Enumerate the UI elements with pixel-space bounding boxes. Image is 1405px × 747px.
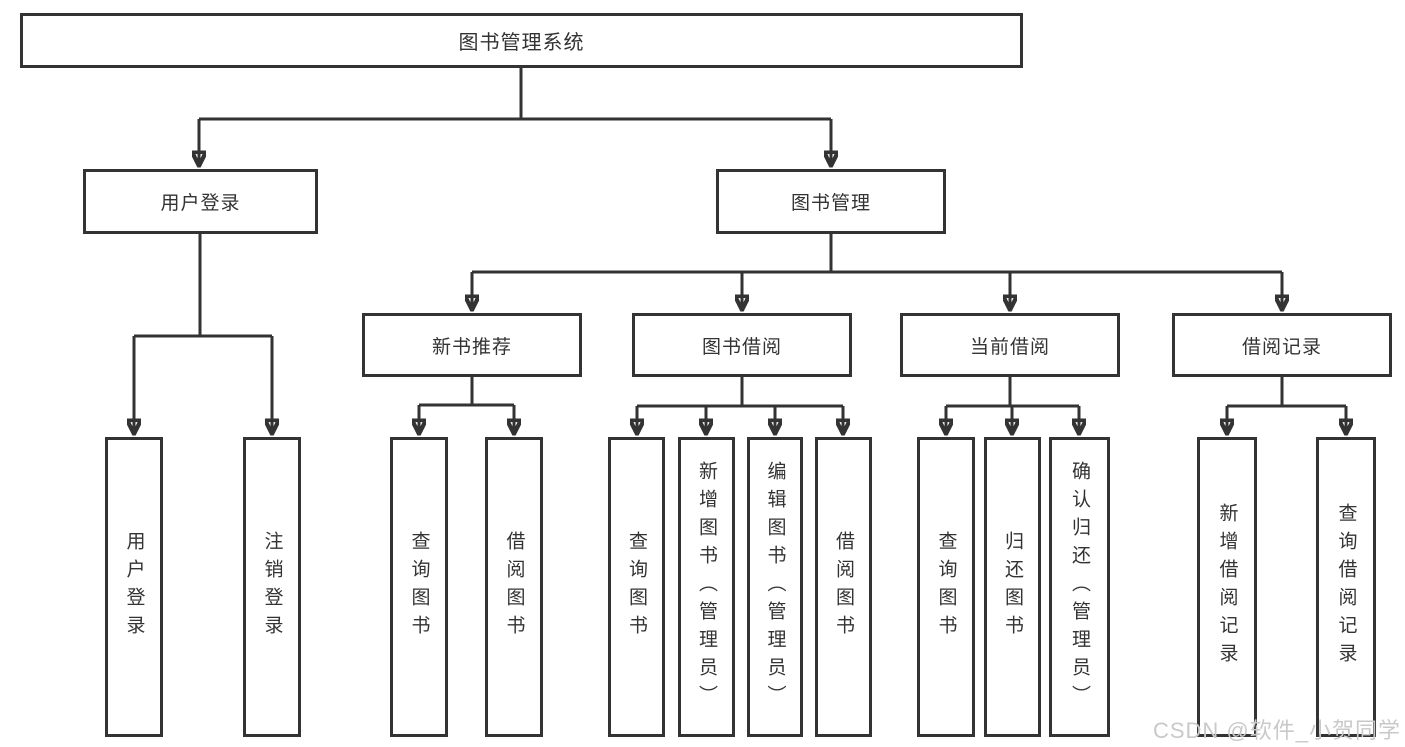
connector-book-borrow-children [637,377,843,434]
leaf-label: 借阅图书 [503,531,525,643]
leaf-user-login: 用户登录 [105,437,163,737]
leaf-current-query-books: 查询图书 [917,437,975,737]
leaf-label: 查询图书 [935,531,957,643]
leaf-return-books: 归还图书 [984,437,1041,737]
leaf-label: 查询图书 [408,531,430,643]
node-current-borrow: 当前借阅 [900,313,1120,377]
connector-new-book-children [419,377,514,434]
connector-root-to-level2 [199,68,831,166]
leaf-edit-books-admin: 编辑图书（管理员） [747,437,803,737]
leaf-borrow-query-books: 查询图书 [608,437,665,737]
node-label: 用户登录 [160,193,241,214]
connector-book-management-children [472,234,1282,310]
leaf-logout: 注销登录 [243,437,301,737]
node-label: 借阅记录 [1241,336,1322,358]
node-label: 新书推荐 [431,336,512,358]
leaf-label: 编辑图书（管理员） [764,461,786,713]
leaf-query-borrow-record: 查询借阅记录 [1316,437,1376,737]
leaf-label: 新增借阅记录 [1216,503,1238,671]
leaf-borrow-borrow-books: 借阅图书 [815,437,872,737]
leaf-label: 查询图书 [626,531,647,643]
node-user-login: 用户登录 [83,169,318,234]
leaf-label: 用户登录 [123,531,145,643]
leaf-label: 注销登录 [261,531,283,643]
connector-borrow-records-children [1227,377,1346,434]
leaf-label: 借阅图书 [833,531,854,643]
leaf-newbook-query-books: 查询图书 [390,437,448,737]
node-book-borrow: 图书借阅 [632,313,852,377]
leaf-label: 确认归还（管理员） [1069,461,1090,713]
leaf-label: 新增图书（管理员） [696,461,717,713]
node-label: 图书管理系统 [458,32,585,54]
leaf-add-books-admin: 新增图书（管理员） [678,437,735,737]
node-borrow-records: 借阅记录 [1172,313,1392,377]
leaf-label: 归还图书 [1002,531,1023,643]
leaf-confirm-return-admin: 确认归还（管理员） [1049,437,1110,737]
connector-current-borrow-children [946,377,1079,434]
leaf-label: 查询借阅记录 [1335,503,1357,671]
node-root-library-management-system: 图书管理系统 [20,13,1023,68]
leaf-add-borrow-record: 新增借阅记录 [1197,437,1257,737]
node-label: 图书管理 [790,193,871,214]
node-label: 当前借阅 [969,336,1050,358]
node-new-book-recommend: 新书推荐 [362,313,582,377]
leaf-newbook-borrow-books: 借阅图书 [485,437,543,737]
node-label: 图书借阅 [701,336,782,358]
connector-user-login-children [134,234,272,434]
csdn-watermark: CSDN @软件_小贺同学 [1152,718,1401,743]
node-book-management: 图书管理 [716,169,946,234]
